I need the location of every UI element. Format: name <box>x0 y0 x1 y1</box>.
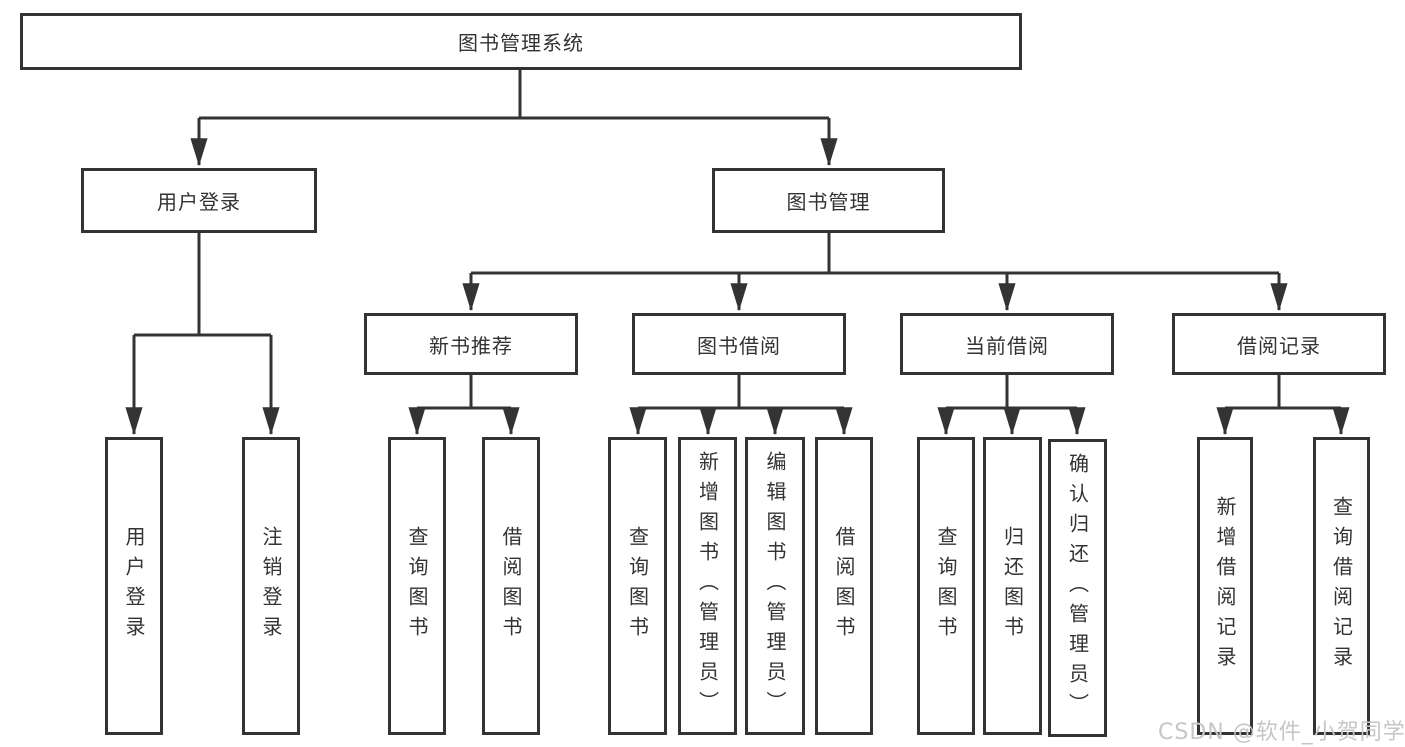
leaf-query-books-current: 查询图书 <box>917 437 975 735</box>
node-user-login: 用户登录 <box>81 168 317 233</box>
leaf-query-books-borrowing: 查询图书 <box>608 437 667 735</box>
leaf-query-books-recommend: 查询图书 <box>388 437 446 735</box>
leaf-edit-books-admin: 编辑图书（管理员） <box>745 437 805 735</box>
node-root-system: 图书管理系统 <box>20 13 1022 70</box>
leaf-borrow-books: 借阅图书 <box>815 437 873 735</box>
node-book-management: 图书管理 <box>712 168 945 233</box>
leaf-confirm-return-admin: 确认归还（管理员） <box>1048 439 1107 737</box>
leaf-return-books: 归还图书 <box>983 437 1042 735</box>
leaf-user-login: 用户登录 <box>105 437 163 735</box>
csdn-watermark: CSDN @软件_小贺同学 <box>1158 720 1405 745</box>
node-new-book-recommend: 新书推荐 <box>364 313 578 375</box>
leaf-query-borrow-record: 查询借阅记录 <box>1313 437 1370 735</box>
leaf-add-books-admin: 新增图书（管理员） <box>678 437 737 735</box>
node-borrow-records: 借阅记录 <box>1172 313 1386 375</box>
node-book-borrowing: 图书借阅 <box>632 313 846 375</box>
leaf-add-borrow-record: 新增借阅记录 <box>1197 437 1253 735</box>
leaf-logout: 注销登录 <box>242 437 300 735</box>
leaf-borrow-books-recommend: 借阅图书 <box>482 437 540 735</box>
node-current-borrowing: 当前借阅 <box>900 313 1114 375</box>
